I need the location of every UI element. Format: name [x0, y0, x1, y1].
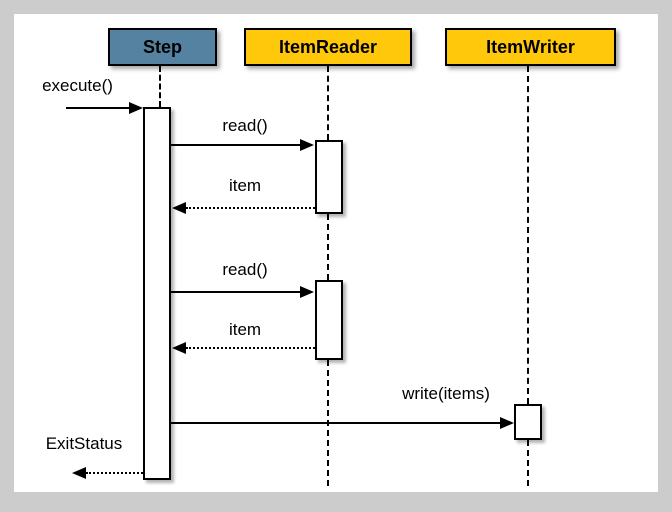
message-line-read-2	[171, 291, 300, 293]
message-line-read-1	[171, 144, 300, 146]
message-label-execute: execute()	[42, 76, 113, 95]
lifeline-itemreader-segment-2	[327, 214, 329, 280]
activation-itemwriter	[514, 404, 542, 440]
message-label-write: write(items)	[402, 384, 490, 403]
participant-label-step: Step	[142, 36, 182, 57]
activation-itemreader-2	[315, 280, 343, 360]
arrowhead-right-icon	[500, 417, 514, 429]
message-line-item-1	[186, 207, 315, 209]
message-line-item-2	[186, 347, 315, 349]
message-label-exitstatus: ExitStatus	[45, 434, 123, 453]
participant-header-step: Step	[108, 28, 217, 66]
lifeline-step	[159, 66, 161, 107]
lifeline-itemreader-segment-1	[327, 66, 329, 140]
arrowhead-left-icon	[172, 202, 186, 214]
message-label-item-1: item	[228, 176, 262, 195]
participant-label-itemreader: ItemReader	[278, 36, 378, 57]
diagram-canvas	[14, 14, 658, 492]
arrowhead-right-icon	[300, 139, 314, 151]
message-label-read-2: read()	[222, 260, 268, 279]
participant-header-itemreader: ItemReader	[244, 28, 412, 66]
activation-itemreader-1	[315, 140, 343, 214]
arrowhead-right-icon	[129, 102, 143, 114]
arrowhead-left-icon	[72, 467, 86, 479]
message-line-execute	[66, 107, 129, 109]
arrowhead-left-icon	[172, 342, 186, 354]
participant-label-itemwriter: ItemWriter	[486, 36, 575, 57]
message-label-item-2: item	[228, 320, 262, 339]
participant-header-itemwriter: ItemWriter	[445, 28, 616, 66]
lifeline-itemwriter-segment-1	[527, 66, 529, 404]
message-label-read-1: read()	[222, 116, 268, 135]
message-line-write	[171, 422, 500, 424]
activation-step	[143, 107, 171, 480]
lifeline-itemwriter-segment-2	[527, 440, 529, 486]
arrowhead-right-icon	[300, 286, 314, 298]
message-line-exitstatus	[86, 472, 143, 474]
